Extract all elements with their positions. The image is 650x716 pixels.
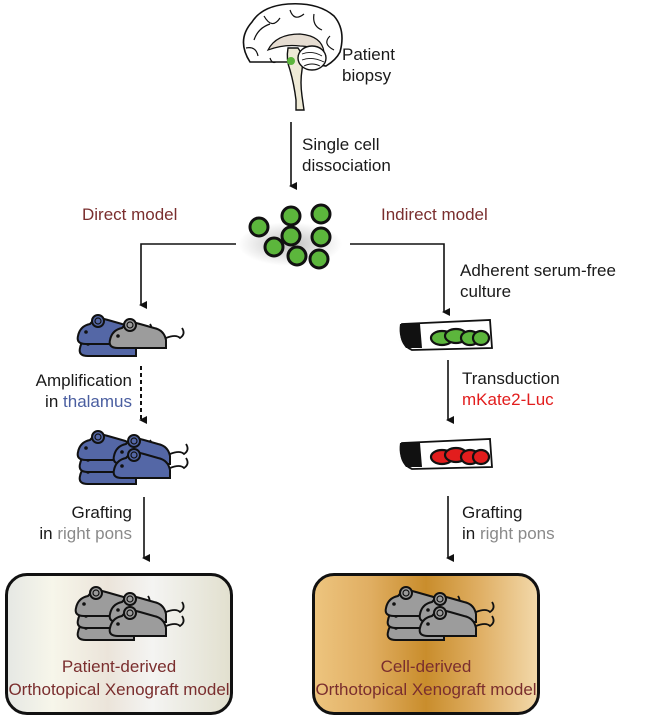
patient-biopsy-line1: Patient xyxy=(342,45,395,64)
patient-biopsy-label: Patient biopsy xyxy=(342,44,395,86)
amplification-prefix: in xyxy=(45,392,64,411)
culture-label: Adherent serum-free culture xyxy=(460,260,616,302)
direct-grafting-line2: in right pons xyxy=(10,523,132,544)
patient-biopsy-line2: biopsy xyxy=(342,66,392,85)
transduction-label: Transduction mKate2-Luc xyxy=(462,368,560,410)
transduction-line1: Transduction xyxy=(462,369,560,388)
brain-sagittal-icon xyxy=(242,2,343,111)
indirect-model-label: Indirect model xyxy=(381,205,488,224)
mkate2-luc-text: mKate2-Luc xyxy=(462,390,554,409)
culture-flask-green-icon xyxy=(398,319,493,351)
mice-cdox-icon xyxy=(384,586,495,641)
box-left-line1: Patient-derived xyxy=(61,657,177,676)
arrow-direct-branch xyxy=(139,243,236,309)
dissociation-line1: Single cell xyxy=(302,135,380,154)
mice-amplified-icon xyxy=(76,430,189,485)
indirect-grafting-prefix: in xyxy=(462,524,480,543)
box-right-line1: Cell-derived xyxy=(380,657,472,676)
direct-grafting-prefix: in xyxy=(39,524,58,543)
thalamus-text: thalamus xyxy=(63,392,132,411)
indirect-grafting-label: Grafting in right pons xyxy=(462,502,555,544)
mice-pdox-icon xyxy=(74,586,185,641)
box-left-line2: Orthotopical Xenograft model xyxy=(8,680,230,699)
arrow-indirect-branch xyxy=(350,243,450,316)
culture-line1: Adherent serum-free xyxy=(460,261,616,280)
indirect-right-pons-text: right pons xyxy=(479,524,555,543)
dissociation-line2: dissociation xyxy=(302,156,391,175)
direct-grafting-label: Grafting in right pons xyxy=(10,502,132,544)
direct-right-pons-text: right pons xyxy=(57,524,132,543)
culture-line2: culture xyxy=(460,282,512,301)
indirect-grafting-line2: in right pons xyxy=(462,523,555,544)
box-right-line2: Orthotopical Xenograft model xyxy=(315,680,537,699)
dissociation-label: Single cell dissociation xyxy=(302,134,391,176)
cell-cluster-icon xyxy=(238,203,342,270)
culture-flask-red-icon xyxy=(398,438,493,470)
amplification-line2: in thalamus xyxy=(10,391,132,412)
amplification-line1: Amplification xyxy=(35,371,132,390)
amplification-label: Amplification in thalamus xyxy=(10,370,132,412)
direct-model-label: Direct model xyxy=(82,205,178,224)
mice-thalamus-icon xyxy=(76,314,185,357)
indirect-grafting-line1: Grafting xyxy=(462,503,523,522)
direct-grafting-line1: Grafting xyxy=(71,503,132,522)
